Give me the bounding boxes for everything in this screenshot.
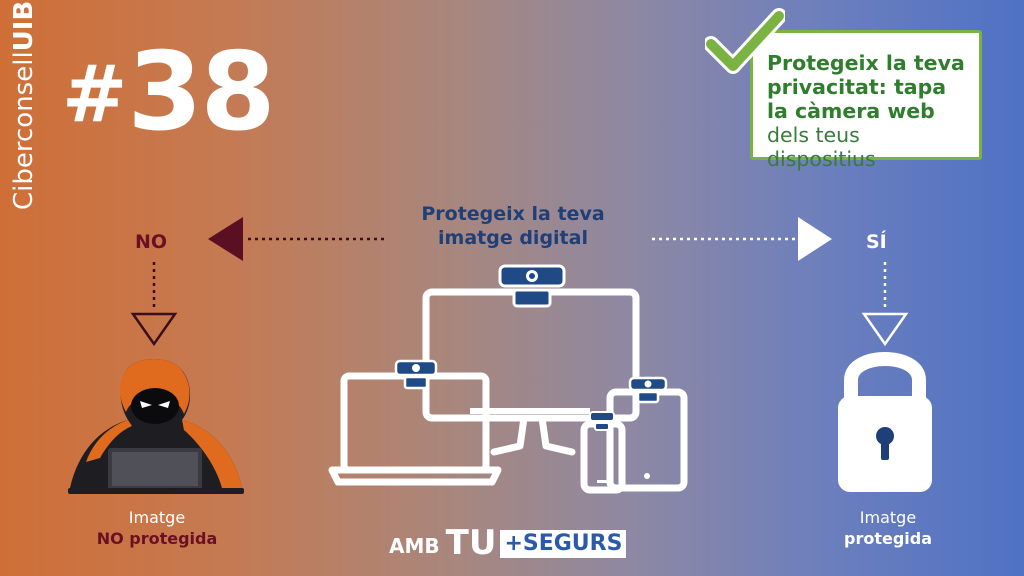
arrow-left-icon <box>208 217 384 261</box>
tip-number-value: 38 <box>127 30 275 155</box>
tip-hash: # <box>62 50 128 140</box>
right-caption-line2: protegida <box>843 529 933 548</box>
si-label: SÍ <box>866 231 887 253</box>
check-icon <box>705 8 785 74</box>
campaign-logo: AMB TU +SEGURS <box>389 522 627 563</box>
right-caption-line1: Imatge <box>859 508 917 527</box>
right-caption: Imatge protegida <box>788 507 988 549</box>
hacker-icon <box>68 359 244 494</box>
center-title: Protegeix la teva imatge digital <box>421 203 605 249</box>
triangle-down-icon <box>861 262 909 347</box>
webcam-icon <box>589 411 615 431</box>
no-label: NO <box>135 231 168 253</box>
left-caption: Imatge NO protegida <box>57 507 257 549</box>
tip-card-strong: Protegeix la teva privacitat: tapa la cà… <box>767 51 965 123</box>
devices-icon <box>328 288 688 494</box>
webcam-icon <box>394 359 438 390</box>
logo-amb: AMB <box>389 534 440 558</box>
tip-card: Protegeix la teva privacitat: tapa la cà… <box>750 30 982 171</box>
left-caption-line2: NO protegida <box>96 529 218 548</box>
webcam-icon <box>498 264 566 308</box>
triangle-down-icon <box>130 262 178 347</box>
tip-number: #38 <box>62 38 276 150</box>
arrow-right-icon <box>652 217 832 261</box>
webcam-icon <box>628 376 668 404</box>
logo-segurs: +SEGURS <box>500 530 627 558</box>
logo-tu: TU <box>445 523 497 563</box>
tip-card-light: dels teus dispositius <box>767 123 876 171</box>
left-caption-line1: Imatge <box>128 508 186 527</box>
padlock-icon <box>838 352 932 492</box>
